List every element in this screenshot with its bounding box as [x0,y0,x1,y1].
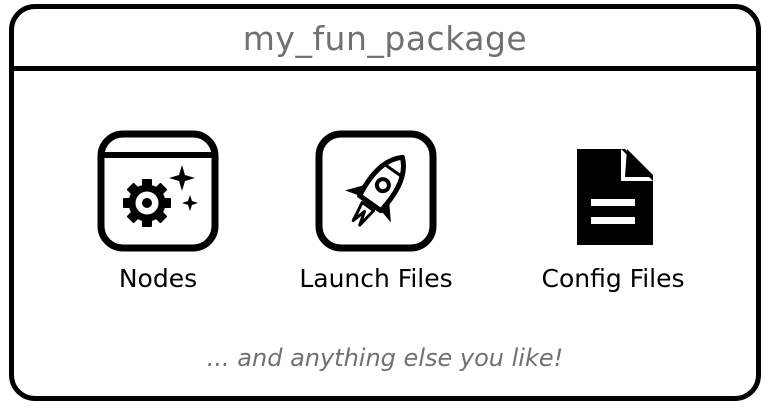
package-box: my_fun_package [9,4,761,401]
item-launch-files: Launch Files [299,129,453,293]
gear-window-icon [97,130,219,252]
item-label-launch-files: Launch Files [299,264,453,293]
item-label-nodes: Nodes [118,264,198,293]
item-nodes: Nodes [96,129,220,293]
item-config-files: Config Files [541,129,685,293]
item-label-config-files: Config Files [541,264,685,293]
package-title: my_fun_package [242,19,528,58]
footer-note: ... and anything else you like! [206,344,564,372]
rocket-icon [315,130,437,252]
package-header: my_fun_package [14,9,756,71]
document-icon [577,149,653,245]
